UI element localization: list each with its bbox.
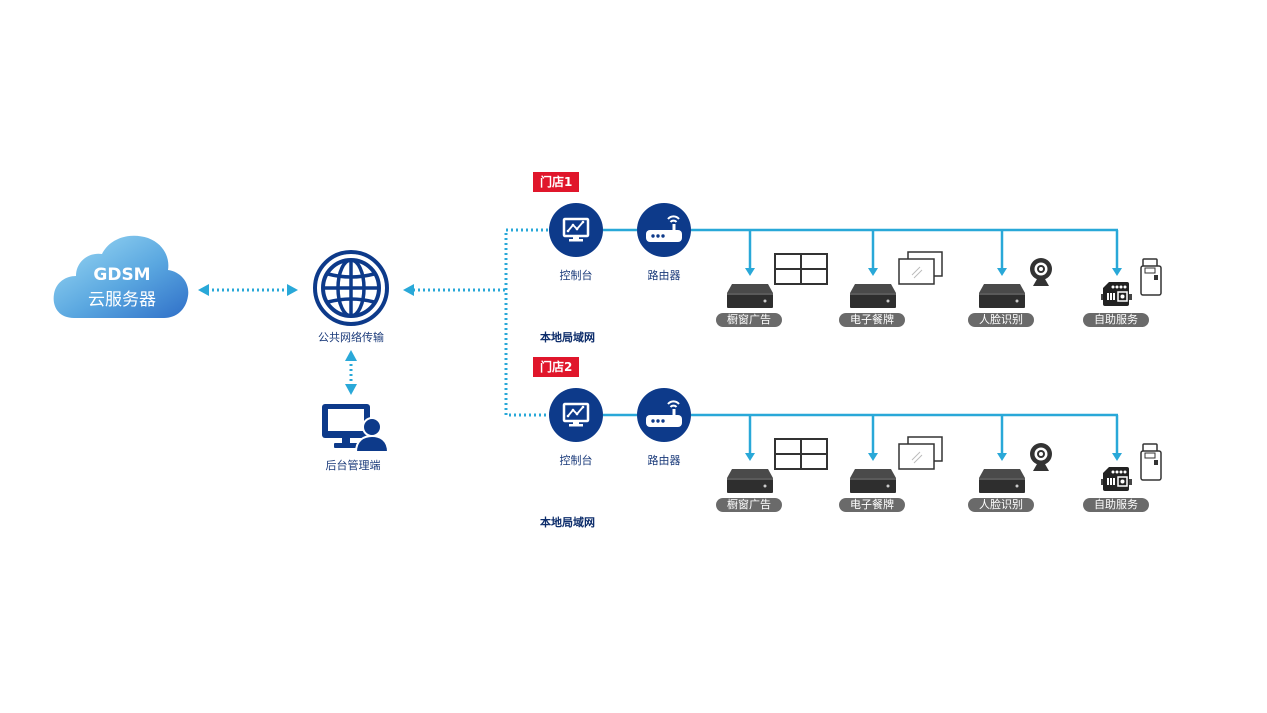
device-label: 电子餐牌	[839, 498, 905, 512]
arrow-left-icon	[403, 284, 414, 296]
internet-node[interactable]	[312, 249, 390, 327]
arrow-up-icon	[345, 350, 357, 361]
arrow-down-icon	[1112, 453, 1122, 461]
cloud-internet-link	[198, 284, 298, 296]
arrow-right-icon	[287, 284, 298, 296]
console-label: 控制台	[559, 454, 593, 467]
media-player-icon	[726, 468, 774, 498]
arrow-down-icon	[345, 384, 357, 395]
cloud-icon	[53, 235, 189, 318]
console-label: 控制台	[559, 269, 593, 282]
media-player-icon	[726, 283, 774, 313]
router-label: 路由器	[647, 454, 681, 467]
control-board-icon	[1101, 465, 1133, 497]
admin-label: 后台管理端	[325, 459, 381, 472]
media-player-icon	[978, 283, 1026, 313]
kiosk-icon	[1139, 258, 1163, 300]
router-icon	[637, 203, 691, 257]
device-label: 自助服务	[1083, 498, 1149, 512]
cloud-subtitle: 云服务器	[88, 290, 156, 310]
cloud-server[interactable]: GDSM 云服务器	[52, 232, 192, 322]
media-player-icon	[978, 468, 1026, 498]
store-tag: 门店2	[533, 357, 580, 377]
arrow-down-icon	[745, 453, 755, 461]
arrow-down-icon	[745, 268, 755, 276]
webcam-icon	[1028, 442, 1054, 476]
internet-admin-link	[345, 350, 357, 395]
video-wall-icon	[774, 253, 828, 289]
monitor-user-icon	[322, 404, 390, 453]
arrow-down-icon	[868, 453, 878, 461]
arrow-left-icon	[198, 284, 209, 296]
console-node[interactable]	[549, 203, 603, 261]
kiosk-icon	[1139, 443, 1163, 485]
arrow-down-icon	[868, 268, 878, 276]
console-node[interactable]	[549, 388, 603, 446]
device-label: 人脸识别	[968, 498, 1034, 512]
arrow-down-icon	[997, 453, 1007, 461]
arrow-down-icon	[1112, 268, 1122, 276]
store-tag: 门店1	[533, 172, 580, 192]
router-icon	[637, 388, 691, 442]
internet-label: 公共网络传输	[318, 331, 384, 344]
router-node[interactable]	[637, 203, 691, 261]
globe-icon	[313, 250, 389, 326]
arrow-down-icon	[997, 268, 1007, 276]
video-wall-icon	[774, 438, 828, 474]
device-label: 橱窗广告	[716, 313, 782, 327]
device-label: 人脸识别	[968, 313, 1034, 327]
internet-stores-link	[403, 228, 548, 417]
digital-menu-icon	[898, 436, 944, 474]
router-label: 路由器	[647, 269, 681, 282]
media-player-icon	[849, 283, 897, 313]
console-monitor-icon	[549, 203, 603, 257]
cloud-title: GDSM	[93, 265, 151, 285]
admin-node[interactable]	[320, 402, 390, 454]
device-label: 电子餐牌	[839, 313, 905, 327]
digital-menu-icon	[898, 251, 944, 289]
device-label: 自助服务	[1083, 313, 1149, 327]
device-label: 橱窗广告	[716, 498, 782, 512]
router-node[interactable]	[637, 388, 691, 446]
lan-label: 本地局域网	[540, 331, 595, 344]
console-monitor-icon	[549, 388, 603, 442]
control-board-icon	[1101, 280, 1133, 312]
store-bus-lines	[603, 228, 1122, 461]
media-player-icon	[849, 468, 897, 498]
lan-label: 本地局域网	[540, 516, 595, 529]
webcam-icon	[1028, 257, 1054, 291]
